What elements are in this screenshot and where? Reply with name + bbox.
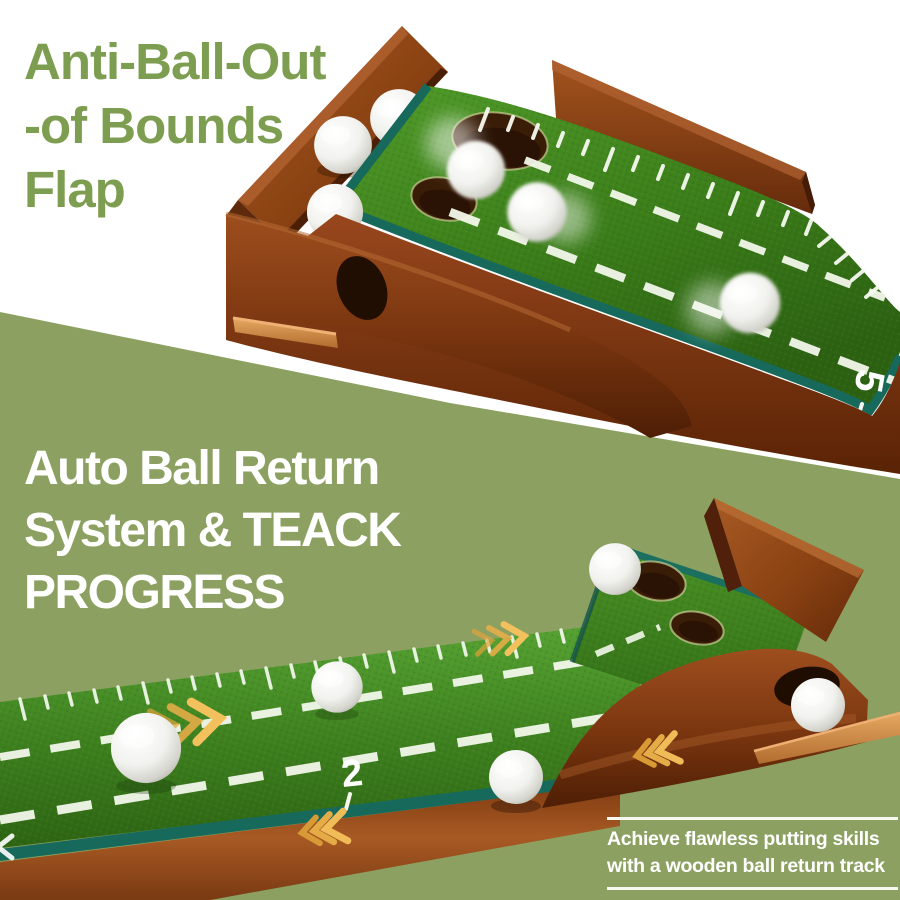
dashed-guide-line (594, 624, 662, 657)
heading-line: Flap (24, 161, 126, 218)
chevron-left-arrows-icon (297, 807, 352, 847)
green-trim (0, 769, 640, 861)
golf-ball (110, 712, 182, 784)
wood-side-panel (225, 211, 692, 438)
golf-ball-motion (507, 182, 591, 243)
chevron-right-arrows-icon (471, 621, 530, 657)
bottom-heading: Auto Ball Return System & TEACK PROGRESS (24, 438, 402, 624)
heading-line: Auto Ball Return (24, 442, 380, 495)
chevron-left-arrows-icon (632, 730, 684, 768)
ball-shadow (116, 778, 176, 794)
ball-shadow (315, 708, 359, 720)
top-photo: 5 (225, 26, 900, 474)
partial-chevron-icon (0, 833, 15, 861)
golf-ball (311, 661, 363, 713)
distance-marker-2: 2 (339, 752, 364, 796)
golf-ball-motion (686, 272, 781, 334)
return-track (0, 783, 620, 900)
bottom-photo: 2 (0, 498, 900, 900)
heading-line: System & TEACK (24, 504, 402, 557)
base-rail (232, 316, 338, 348)
caption-line: Achieve flawless putting skills (607, 828, 880, 850)
green-trim (328, 83, 900, 416)
bottom-caption: Achieve flawless putting skills with a w… (607, 817, 898, 890)
dashed-guide-line (0, 697, 701, 825)
golf-ball (791, 678, 845, 732)
hole (625, 560, 687, 602)
ruler-ticks (478, 107, 879, 299)
ball-return-hole (336, 256, 388, 320)
base-rail (753, 711, 900, 764)
top-heading: Anti-Ball-Out -of Bounds Flap (24, 30, 326, 222)
dashed-guide-line (523, 156, 887, 302)
distance-tick (344, 792, 352, 811)
heading-line: Anti-Ball-Out (24, 33, 326, 90)
hole (669, 610, 725, 646)
golf-ball (589, 543, 641, 595)
wood-rail (552, 60, 815, 214)
wood-flap (704, 498, 864, 642)
heading-line: -of Bounds (24, 97, 284, 154)
golf-ball (489, 750, 543, 804)
ball-shadow (491, 799, 541, 813)
heading-line: PROGRESS (24, 566, 286, 619)
dashed-guide-line (448, 208, 899, 386)
golf-ball-motion (426, 117, 506, 200)
caption-line: with a wooden ball return track (607, 855, 885, 877)
